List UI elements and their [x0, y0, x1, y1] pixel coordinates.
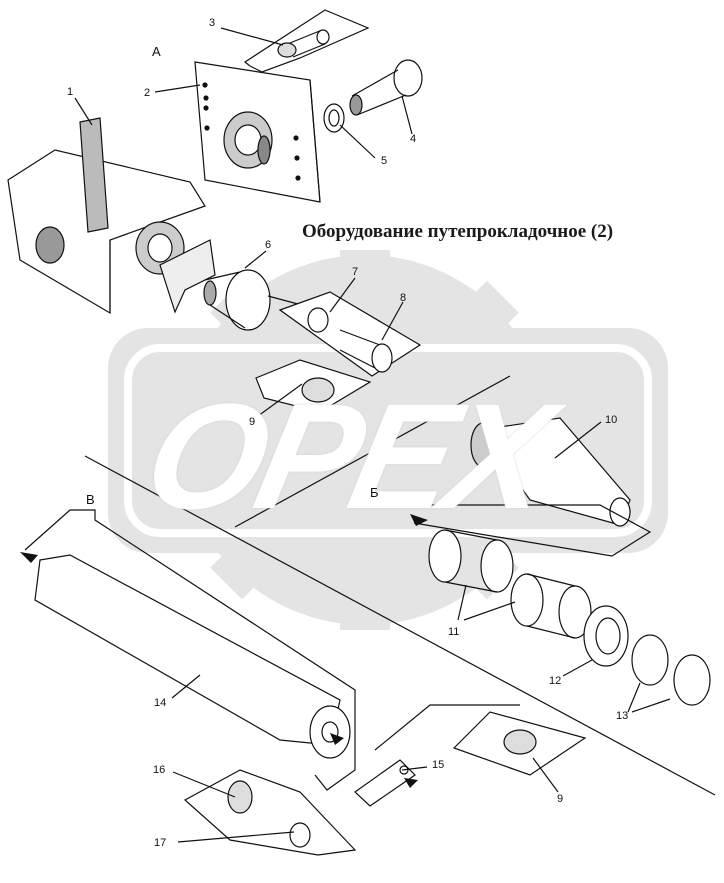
watermark-text: OPEX: [132, 372, 561, 540]
callout-11: 11: [448, 626, 460, 638]
callout-16: 16: [153, 764, 166, 776]
callout-5: 5: [381, 155, 388, 167]
callout-17: 17: [154, 837, 167, 849]
view-label-a: А: [152, 44, 161, 59]
callout-13: 13: [616, 710, 629, 722]
callout-14: 14: [154, 697, 167, 709]
callout-12: 12: [549, 675, 562, 687]
diagram-title: Оборудование путепрокладочное (2): [302, 221, 614, 242]
view-label-v: В: [86, 492, 95, 507]
callout-1: 1: [67, 86, 74, 98]
callout-9-lower: 9: [557, 793, 564, 805]
callout-7: 7: [352, 266, 359, 278]
view-label-b: Б: [370, 485, 379, 500]
callout-2: 2: [144, 87, 151, 99]
callout-15: 15: [432, 759, 445, 771]
callout-9-upper: 9: [249, 416, 256, 428]
callout-10: 10: [605, 414, 618, 426]
callout-4: 4: [410, 133, 417, 145]
callout-6: 6: [265, 239, 272, 251]
callout-8: 8: [400, 292, 407, 304]
callout-3: 3: [209, 17, 216, 29]
